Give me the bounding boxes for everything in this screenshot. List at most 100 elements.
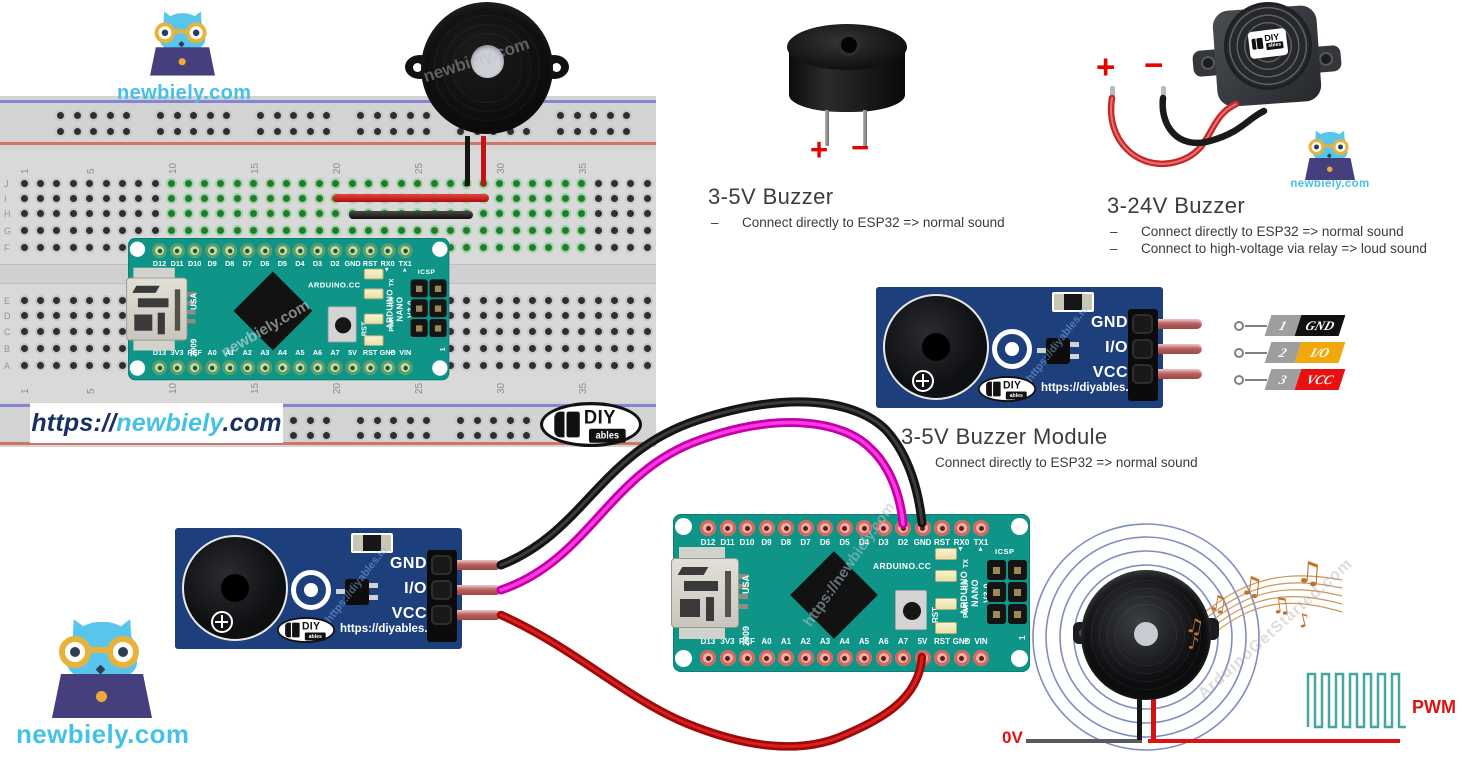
site-url-banner: https://newbiely.com — [30, 403, 283, 443]
icsp-header — [987, 560, 1028, 624]
breadboard-hole — [36, 344, 44, 352]
icsp-pin — [429, 319, 447, 337]
breadboard-hole — [217, 226, 225, 234]
buzzer-3-5v-photo — [785, 16, 909, 146]
breadboard-hole — [479, 243, 487, 251]
breadboard-hole — [512, 179, 520, 187]
breadboard-hole — [36, 243, 44, 251]
row-letter: A — [4, 361, 11, 371]
breadboard-hole — [496, 361, 504, 369]
usb-connector — [671, 558, 739, 628]
breadboard-hole — [643, 243, 651, 251]
rail-hole — [157, 128, 164, 135]
breadboard-hole — [512, 311, 520, 319]
breadboard-hole — [594, 243, 602, 251]
brand-caption: newbiely.com — [16, 719, 190, 749]
rail-red-line — [0, 442, 656, 445]
rail-hole — [573, 112, 581, 119]
led-RX — [935, 570, 957, 582]
breadboard-hole — [479, 344, 487, 352]
nano-pin-label: 3V3 — [170, 348, 184, 357]
buzzer-hole — [841, 37, 857, 53]
breadboard-hole — [69, 243, 77, 251]
breadboard-hole — [53, 344, 61, 352]
breadboard-hole — [217, 179, 225, 187]
rail-hole — [290, 432, 297, 439]
breadboard-hole — [610, 243, 618, 251]
module-pin — [441, 560, 501, 570]
led-L — [935, 622, 957, 634]
nano-pin-label: RX0 — [380, 259, 395, 268]
breadboard-hole — [315, 194, 323, 202]
rail-hole — [323, 112, 330, 119]
breadboard-hole — [53, 327, 61, 335]
rail-hole — [306, 128, 314, 135]
breadboard-hole — [102, 243, 110, 251]
breadboard-hole — [381, 179, 389, 187]
breadboard-hole — [594, 361, 602, 369]
laptop-logo-dot — [1327, 166, 1333, 172]
module-pin-label-GND: GND — [1090, 314, 1128, 331]
wire-end-icon — [1234, 375, 1244, 385]
rail-hole — [223, 128, 230, 135]
breadboard-hole — [446, 361, 454, 369]
rail-hole — [390, 417, 397, 424]
breadboard-hole — [250, 209, 258, 217]
diy-text: DIY — [583, 406, 617, 428]
rail-hole — [206, 128, 214, 135]
brand-caption: newbiely.com — [1290, 178, 1370, 190]
breadboard-hole — [545, 361, 553, 369]
breadboard-hole — [594, 296, 602, 304]
module-pin-label-GND: GND — [389, 555, 427, 572]
pwm-square-wave — [1306, 672, 1406, 729]
rail-hole — [223, 112, 230, 119]
icsp-pin — [987, 582, 1006, 602]
breadboard-hole — [643, 311, 651, 319]
breadboard-hole — [496, 243, 504, 251]
column-number: 35 — [577, 382, 589, 394]
breadboard-hole — [118, 361, 126, 369]
section-3-24v-buzzer: 3-24V Buzzer –Connect directly to ESP32 … — [1107, 193, 1427, 256]
breadboard-hole — [397, 226, 405, 234]
rail-hole — [490, 417, 497, 424]
breadboard-hole — [151, 226, 159, 234]
breadboard-hole — [643, 361, 651, 369]
breadboard-hole — [627, 361, 635, 369]
diy-glyph-icon — [566, 411, 580, 438]
breadboard-hole — [512, 327, 520, 335]
breadboard-hole — [561, 209, 569, 217]
module-pin — [1142, 344, 1202, 354]
icsp-header — [410, 279, 448, 337]
nano-pin-label: GND — [344, 259, 361, 268]
rail-hole — [190, 128, 197, 135]
breadboard-hole — [578, 344, 586, 352]
breadboard-hole — [53, 296, 61, 304]
breadboard-hole — [282, 226, 290, 234]
ear-hole — [1203, 58, 1213, 68]
breadboard-hole — [299, 179, 307, 187]
breadboard-hole — [381, 226, 389, 234]
breadboard-hole — [315, 179, 323, 187]
led-label: L — [389, 349, 396, 354]
breadboard-hole — [446, 296, 454, 304]
plus-label: + — [810, 132, 829, 167]
breadboard-hole — [200, 226, 208, 234]
breadboard-hole — [135, 179, 143, 187]
smd-resistor — [1052, 292, 1094, 312]
module-buzzer-hole — [922, 333, 950, 361]
rail-hole — [523, 417, 530, 424]
nano-pin-label: RST — [934, 637, 950, 646]
music-note-icon: ♫ — [1238, 570, 1265, 604]
rail-hole — [406, 112, 414, 119]
breadboard-hole — [627, 209, 635, 217]
rail-hole — [423, 417, 430, 424]
column-number: 1 — [20, 168, 31, 174]
led-PWR — [363, 313, 384, 325]
module-mounting-hole — [992, 329, 1032, 369]
rail-hole — [106, 112, 114, 119]
breadboard-hole — [200, 194, 208, 202]
breadboard-hole — [20, 311, 28, 319]
breadboard-hole — [69, 361, 77, 369]
